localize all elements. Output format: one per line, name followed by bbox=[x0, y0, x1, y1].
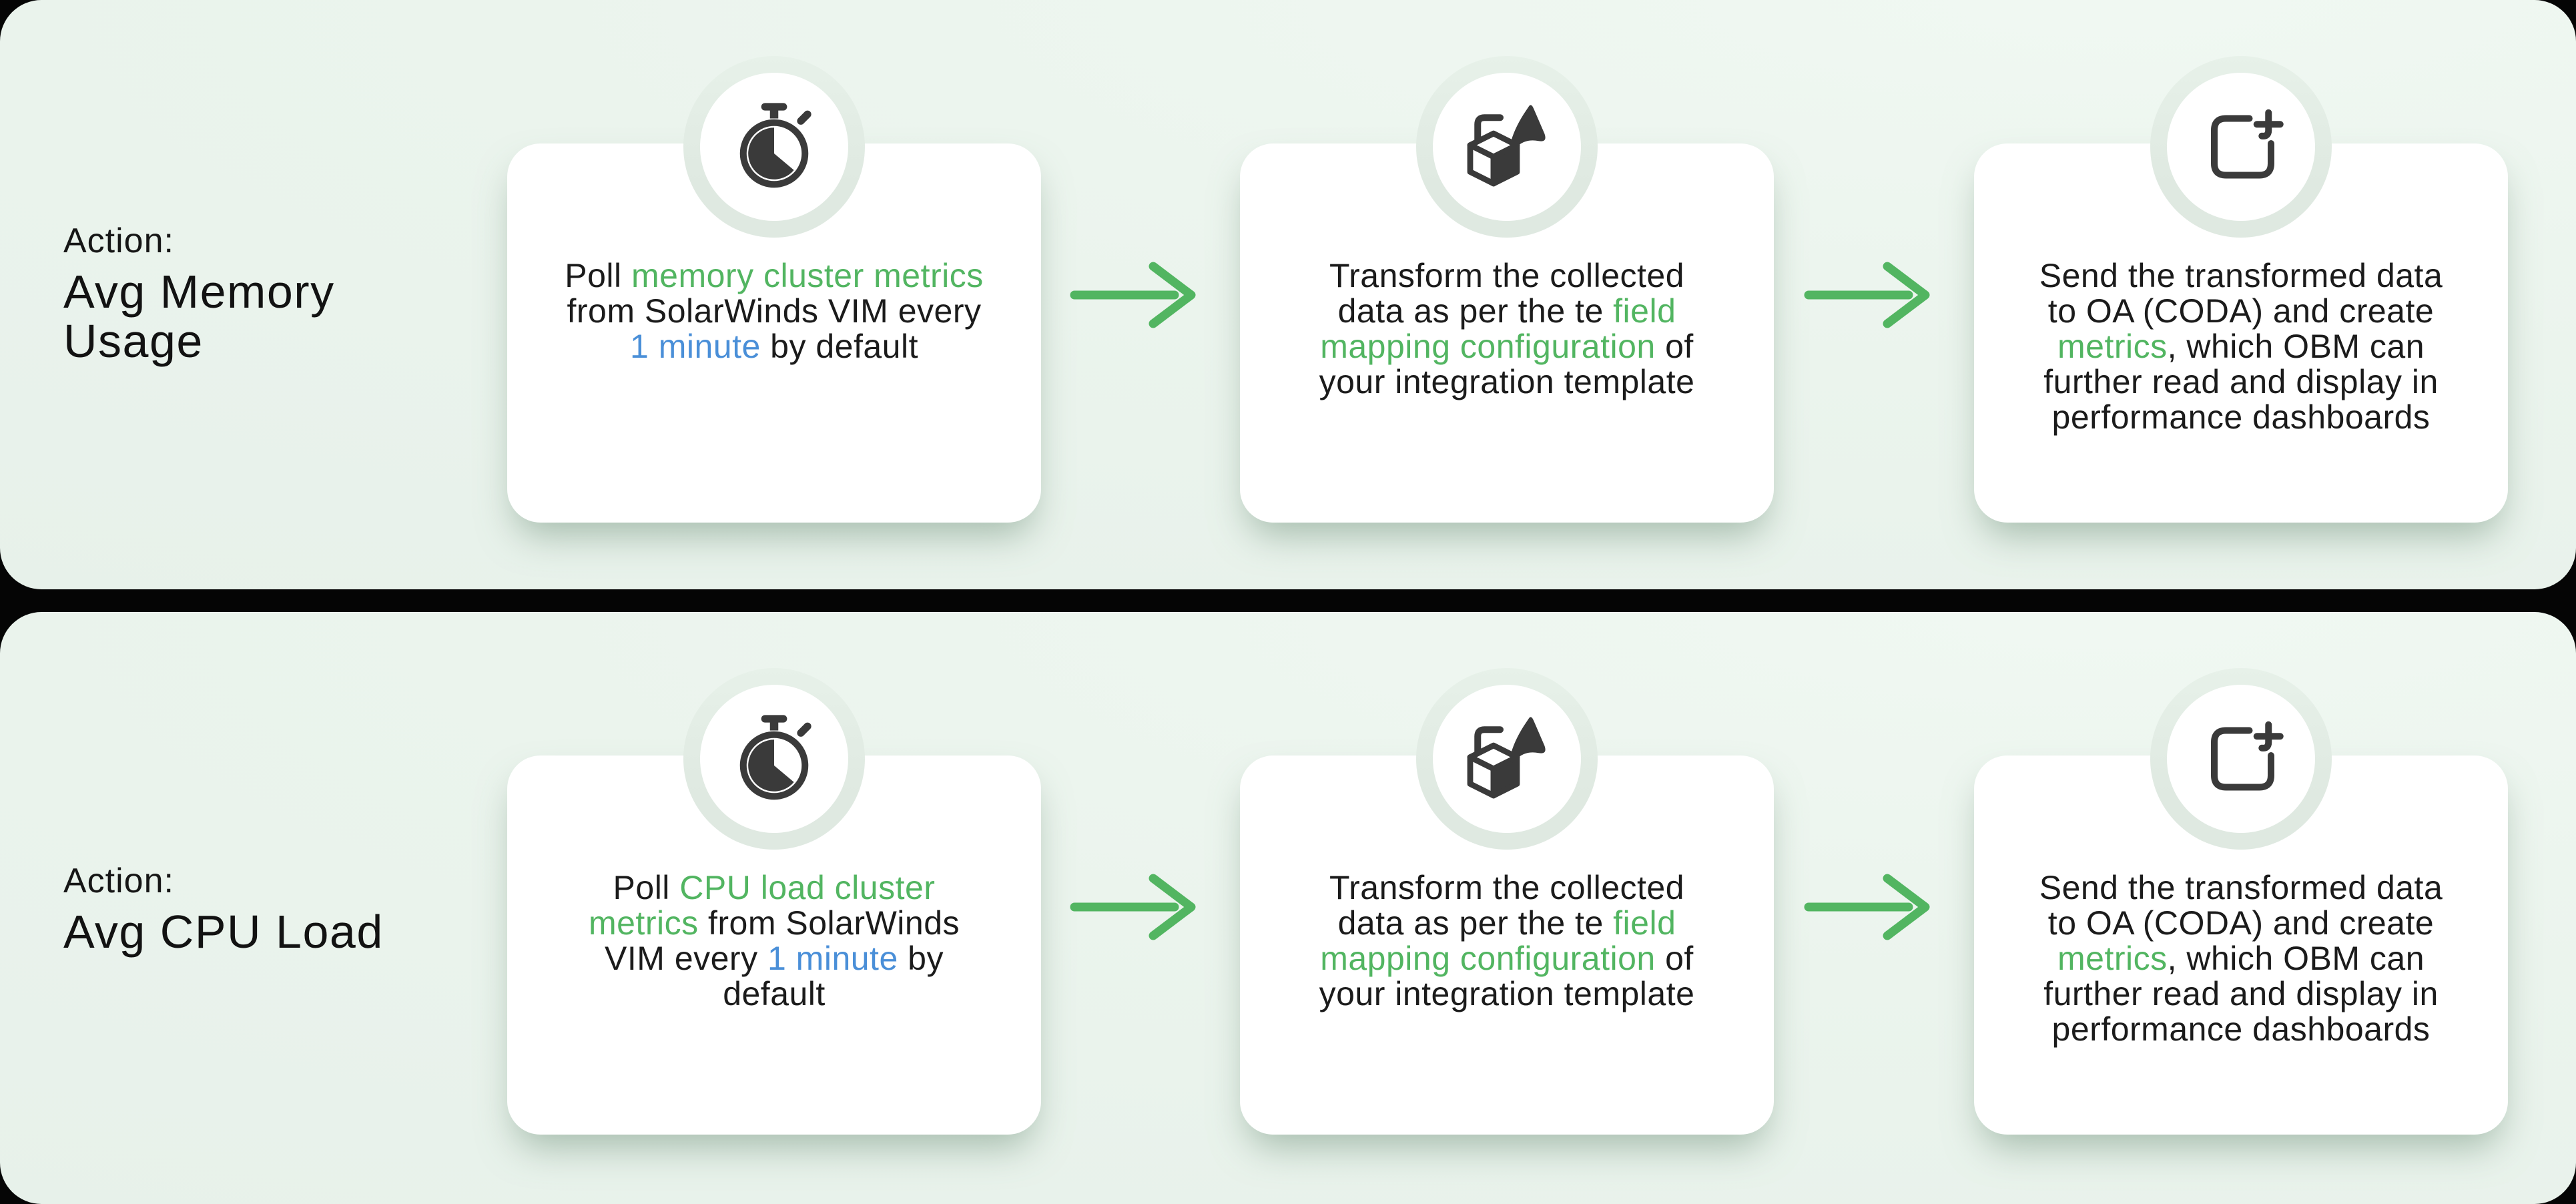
text-segment: Transform the collected data as per the … bbox=[1329, 869, 1685, 942]
step-icon-circle bbox=[700, 685, 848, 833]
arrow-right-icon bbox=[1070, 874, 1196, 940]
text-segment: Poll bbox=[565, 257, 632, 294]
text-segment: memory cluster metrics bbox=[631, 257, 984, 294]
text-segment: CPU load cluster metrics bbox=[588, 869, 936, 942]
text-segment: of your integration template bbox=[1319, 328, 1695, 400]
flow-arrow bbox=[1802, 864, 1942, 954]
action-label: Action: bbox=[63, 862, 174, 900]
action-title: Avg CPU Load bbox=[63, 906, 384, 958]
step-description: Send the transformed data to OA (CODA) a… bbox=[1993, 870, 2489, 1047]
text-segment: by default bbox=[760, 328, 918, 365]
text-segment: by default bbox=[723, 940, 944, 1012]
action-label: Action: bbox=[63, 222, 174, 260]
text-segment: field mapping configuration bbox=[1320, 292, 1676, 365]
text-segment: of your integration template bbox=[1319, 940, 1695, 1012]
action-label-block: Action: Avg CPU Load bbox=[63, 860, 571, 956]
flow-arrow bbox=[1068, 252, 1208, 342]
text-segment: metrics bbox=[2057, 328, 2168, 365]
step-icon-circle bbox=[1433, 73, 1581, 221]
step-card: Send the transformed data to OA (CODA) a… bbox=[1974, 756, 2508, 1135]
shape-transform-icon bbox=[1467, 717, 1546, 799]
create-metric-icon bbox=[2211, 109, 2284, 179]
step-description: Transform the collected data as per the … bbox=[1259, 258, 1755, 400]
arrow-right-icon bbox=[1804, 874, 1930, 940]
text-segment: , which OBM can further read and display… bbox=[2043, 940, 2439, 1048]
workflow-row-panel: Action: Avg Memory Usage Poll memory clust… bbox=[0, 0, 2576, 589]
text-segment: 1 minute bbox=[630, 328, 761, 365]
arrow-right-icon bbox=[1070, 262, 1196, 328]
action-title: Avg Memory Usage bbox=[63, 266, 335, 367]
flow-arrow bbox=[1068, 864, 1208, 954]
workflow-row-panel: Action: Avg CPU Load Poll CPU load cluster… bbox=[0, 612, 2576, 1204]
text-segment: from SolarWinds VIM every bbox=[605, 904, 960, 977]
flow-arrow bbox=[1802, 252, 1942, 342]
text-segment: Transform the collected data as per the … bbox=[1329, 257, 1685, 330]
text-segment: field mapping configuration bbox=[1320, 904, 1676, 977]
step-description: Send the transformed data to OA (CODA) a… bbox=[1993, 258, 2489, 435]
create-metric-icon bbox=[2211, 721, 2284, 791]
text-segment: 1 minute bbox=[767, 940, 898, 977]
step-icon-circle bbox=[1433, 685, 1581, 833]
step-description: Poll CPU load cluster metrics from Solar… bbox=[526, 870, 1022, 1012]
shape-transform-icon bbox=[1467, 105, 1546, 187]
text-segment: from SolarWinds VIM every bbox=[567, 292, 982, 330]
stopwatch-icon bbox=[739, 715, 812, 800]
arrow-right-icon bbox=[1804, 262, 1930, 328]
step-description: Transform the collected data as per the … bbox=[1259, 870, 1755, 1012]
text-segment: Send the transformed data to OA (CODA) a… bbox=[2039, 869, 2443, 942]
text-segment: Poll bbox=[613, 869, 680, 906]
text-segment: metrics bbox=[2057, 940, 2168, 977]
action-label-block: Action: Avg Memory Usage bbox=[63, 220, 571, 366]
stopwatch-icon bbox=[739, 103, 812, 188]
step-description: Poll memory cluster metrics from SolarWi… bbox=[526, 258, 1022, 364]
step-icon-circle bbox=[2167, 73, 2315, 221]
text-segment: Send the transformed data to OA (CODA) a… bbox=[2039, 257, 2443, 330]
step-icon-circle bbox=[700, 73, 848, 221]
step-icon-circle bbox=[2167, 685, 2315, 833]
text-segment: , which OBM can further read and display… bbox=[2043, 328, 2439, 436]
